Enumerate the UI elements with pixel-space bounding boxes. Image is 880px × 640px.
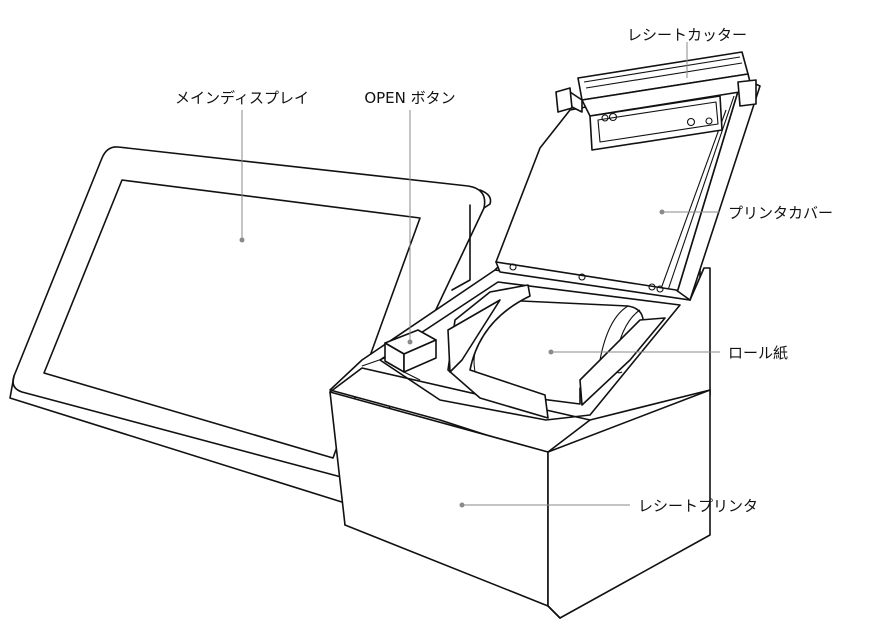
label-receipt-cutter: レシートカッター [627, 26, 747, 44]
label-printer-cover: プリンタカバー [728, 204, 833, 222]
label-receipt-printer: レシートプリンタ [638, 497, 758, 515]
label-main-display: メインディスプレイ [175, 89, 309, 107]
label-roll-paper: ロール紙 [728, 344, 788, 362]
label-open-button: OPEN ボタン [364, 89, 455, 107]
